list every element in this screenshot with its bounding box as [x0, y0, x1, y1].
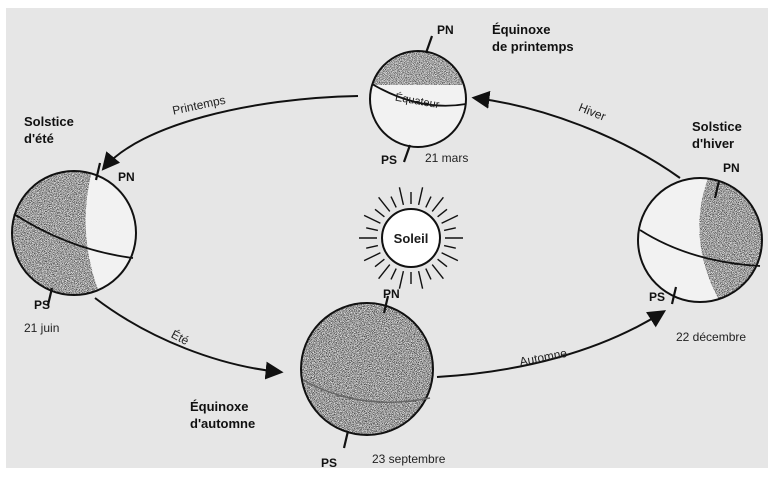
- spring-title-line2: de printemps: [492, 39, 574, 54]
- summer-north-pole-label: PN: [118, 170, 135, 184]
- sun-label: Soleil: [394, 231, 429, 246]
- winter-north-pole-label: PN: [723, 161, 740, 175]
- winter-south-pole-label: PS: [649, 290, 665, 304]
- winter-title-line2: d'hiver: [692, 136, 734, 151]
- autumn-title-line2: d'automne: [190, 416, 255, 431]
- autumn-north-pole-label: PN: [383, 287, 400, 301]
- spring-south-pole-label: PS: [381, 153, 397, 167]
- summer-date: 21 juin: [24, 321, 59, 335]
- spring-title-line1: Équinoxe: [492, 22, 551, 37]
- autumn-date: 23 septembre: [372, 452, 446, 466]
- summer-title-line2: d'été: [24, 131, 54, 146]
- autumn-title-line1: Équinoxe: [190, 399, 249, 414]
- winter-title-line1: Solstice: [692, 119, 742, 134]
- autumn-south-pole-label: PS: [321, 456, 337, 470]
- summer-south-pole-label: PS: [34, 298, 50, 312]
- spring-date: 21 mars: [425, 151, 468, 165]
- winter-date: 22 décembre: [676, 330, 746, 344]
- spring-north-pole-label: PN: [437, 23, 454, 37]
- summer-title-line1: Solstice: [24, 114, 74, 129]
